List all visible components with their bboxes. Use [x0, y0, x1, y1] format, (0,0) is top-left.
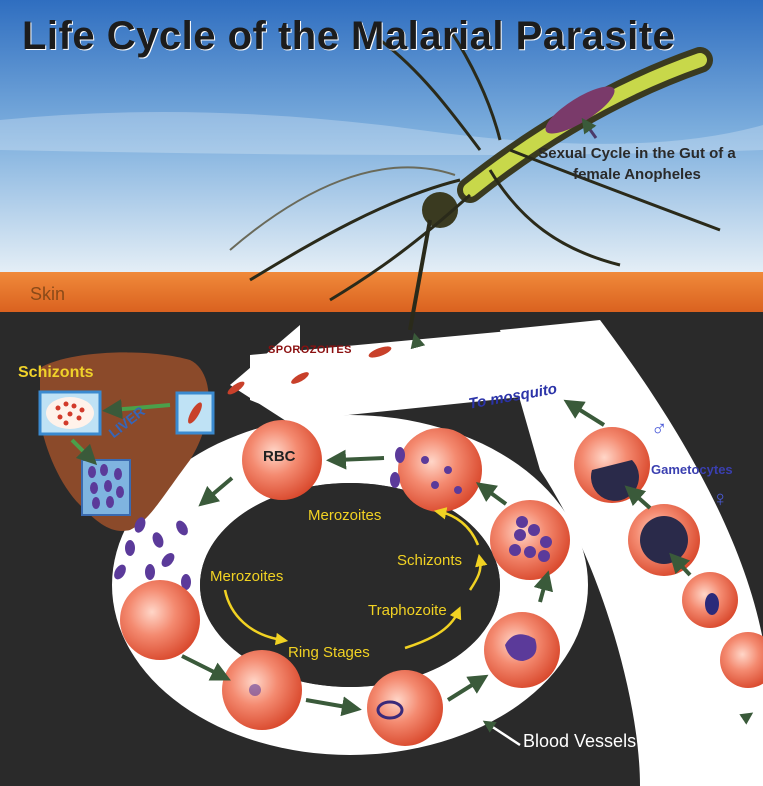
sporozoites-label: SPOROZOITES	[268, 344, 352, 356]
skin-layer	[0, 272, 763, 314]
gametocytes-label: Gametocytes	[651, 462, 733, 477]
liver-schizonts-label: Schizonts	[18, 364, 94, 382]
sexual-cycle-label: Sexual Cycle in the Gut of a female Anop…	[532, 143, 742, 185]
female-symbol: ♀	[712, 486, 729, 512]
inner-ring-stages-label: Ring Stages	[288, 644, 370, 661]
inner-traphozoite-label: Traphozoite	[368, 602, 447, 619]
male-symbol: ♂	[651, 416, 668, 442]
blood-vessels-label: Blood Vessels	[523, 731, 636, 752]
inner-schizonts-label: Schizonts	[397, 552, 462, 569]
diagram-title: Life Cycle of the Malarial Parasite	[22, 14, 675, 59]
inner-merozoites-left-label: Merozoites	[210, 568, 283, 585]
rbc-label: RBC	[263, 448, 296, 465]
skin-label: Skin	[30, 284, 65, 305]
inner-merozoites-top-label: Merozoites	[308, 507, 381, 524]
